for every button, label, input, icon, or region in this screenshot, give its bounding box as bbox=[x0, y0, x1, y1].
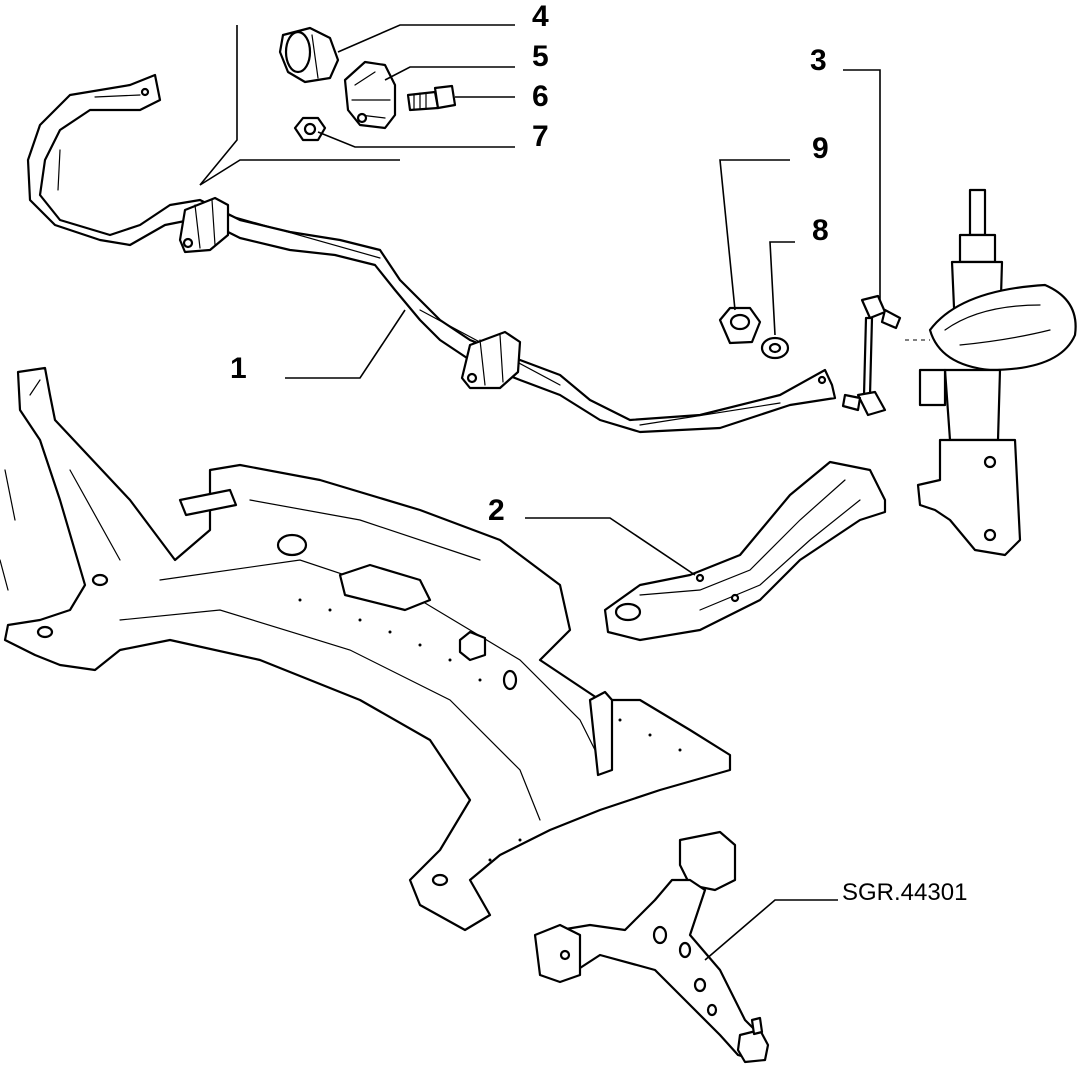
callout-labels: 4 5 6 7 3 9 8 1 2 SGR.44301 bbox=[230, 0, 967, 906]
reinforcement-arm-part-2 bbox=[603, 460, 887, 642]
washer-part-8 bbox=[760, 336, 790, 360]
leader-lines bbox=[199, 24, 881, 961]
stabilizer-bar bbox=[26, 73, 837, 434]
callout-3: 3 bbox=[810, 44, 827, 77]
nut-part-7 bbox=[293, 116, 327, 142]
reference-code: SGR.44301 bbox=[842, 879, 967, 906]
callout-2: 2 bbox=[488, 494, 505, 527]
callout-6: 6 bbox=[532, 80, 549, 113]
callout-4: 4 bbox=[532, 0, 549, 33]
callout-7: 7 bbox=[532, 120, 549, 153]
link-rod-part-3 bbox=[841, 294, 902, 417]
callout-8: 8 bbox=[812, 214, 829, 247]
nut-part-9 bbox=[718, 306, 762, 345]
front-subframe bbox=[0, 366, 732, 932]
suspension-strut bbox=[905, 188, 1077, 557]
bracket-part-5 bbox=[343, 60, 397, 130]
callout-1: 1 bbox=[230, 352, 247, 385]
bushing-part-4 bbox=[278, 26, 340, 84]
callout-9: 9 bbox=[812, 132, 829, 165]
bolt-part-6 bbox=[406, 84, 457, 112]
callout-5: 5 bbox=[532, 40, 549, 73]
lower-control-arm bbox=[533, 830, 770, 1064]
